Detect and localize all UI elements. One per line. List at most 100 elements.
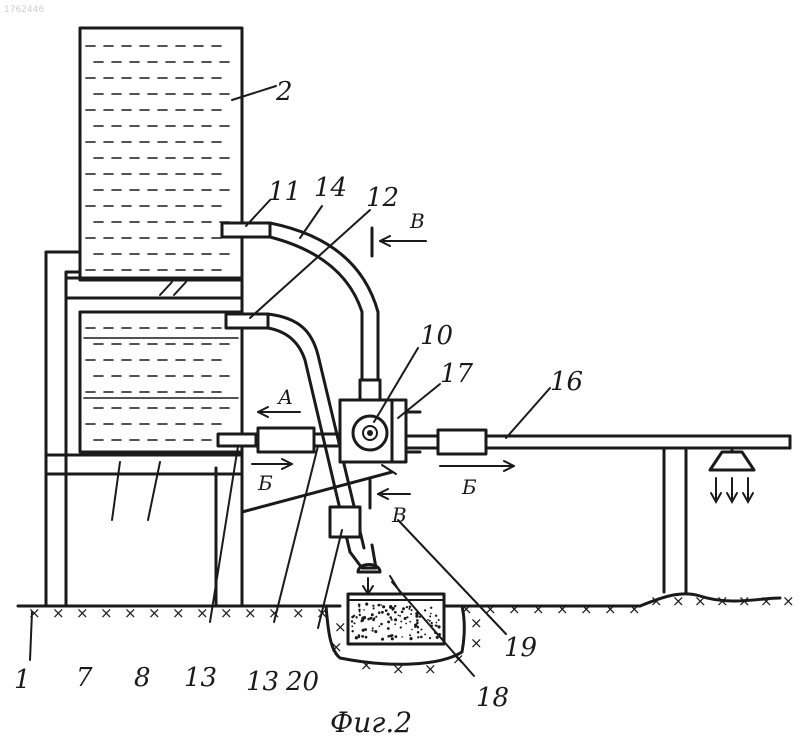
soil-mark: × — [172, 604, 185, 622]
sand-dot — [359, 614, 361, 616]
sand-dot — [381, 638, 384, 641]
arrow-label-b-right: Б — [461, 475, 477, 499]
arrow-label-v-upper: В — [409, 209, 425, 233]
sand-dot — [382, 605, 385, 608]
sand-dot — [351, 625, 353, 627]
frame — [46, 252, 242, 605]
sand-dot — [394, 605, 396, 607]
sand-dot — [390, 634, 393, 637]
sand-dot — [391, 619, 393, 621]
soil-mark: × — [738, 592, 751, 610]
label-20: 20 — [285, 667, 319, 697]
document-number: 1762446 — [4, 5, 44, 15]
arrow-label-a: А — [276, 385, 293, 409]
sand-dot — [399, 615, 401, 617]
sand-dot — [429, 620, 431, 622]
sand-dot — [435, 624, 437, 626]
sand-dot — [405, 623, 407, 625]
sand-dot — [408, 608, 410, 610]
table-plate — [46, 455, 242, 474]
sand-dot — [380, 623, 383, 626]
sand-dot — [377, 604, 380, 607]
sand-dot — [351, 630, 353, 632]
sand-dot — [355, 616, 357, 618]
sand-dot — [375, 616, 377, 618]
sand-dot — [361, 635, 364, 638]
pipe-13 — [256, 428, 340, 452]
sand-dot — [371, 613, 374, 616]
sand-dot — [427, 619, 429, 621]
sand-dot — [362, 629, 365, 632]
label-7: 7 — [76, 663, 93, 693]
label-14: 14 — [314, 173, 347, 203]
upper-tank — [80, 28, 242, 280]
sand-dot — [387, 620, 390, 623]
label-12: 12 — [366, 183, 399, 213]
sand-dot — [372, 605, 374, 607]
sand-dot — [372, 627, 374, 629]
sand-dot — [394, 618, 397, 621]
soil-mark: × — [52, 604, 65, 622]
sand-dot — [400, 626, 402, 628]
soil-mark: × — [484, 600, 497, 618]
pipe-16 — [406, 430, 790, 592]
sand-dot — [416, 619, 419, 622]
sand-dot — [391, 608, 393, 610]
sand-dot — [411, 609, 413, 611]
sand-dot — [424, 633, 426, 635]
soil-mark: × — [292, 604, 305, 622]
sand-dot — [420, 628, 422, 630]
sand-dot — [378, 611, 381, 614]
sand-dot — [411, 629, 413, 631]
sand-dot — [358, 636, 360, 638]
soil-mark: × — [244, 604, 257, 622]
sand-dot — [416, 622, 419, 625]
sand-dot — [389, 616, 392, 619]
sand-dot — [355, 636, 358, 639]
sand-dot — [387, 635, 390, 638]
sand-dot — [360, 620, 362, 622]
sand-dot — [436, 622, 438, 624]
sand-dot — [400, 621, 402, 623]
sand-dot — [431, 622, 433, 624]
soil-mark: × — [28, 604, 41, 622]
soil-mark: × — [470, 634, 483, 652]
soil-mark: × — [580, 600, 593, 618]
soil-mark: × — [470, 614, 483, 632]
soil-mark: × — [76, 604, 89, 622]
sand-dot — [389, 605, 392, 608]
arrow-label-v-lower: В — [391, 503, 407, 527]
sand-dot — [409, 634, 411, 636]
lower-tank — [80, 312, 242, 452]
soil-mark: × — [604, 600, 617, 618]
label-17: 17 — [440, 359, 474, 389]
sand-dot — [405, 617, 407, 619]
sand-dot — [353, 622, 355, 624]
soil-mark: × — [672, 592, 685, 610]
label-11: 11 — [268, 177, 301, 207]
soil-mark: × — [100, 604, 113, 622]
sand-dot — [424, 609, 426, 611]
box-20 — [330, 507, 360, 537]
soil-mark: × — [360, 656, 373, 674]
sand-dot — [373, 607, 375, 609]
sand-dot — [387, 627, 390, 630]
sand-dot — [371, 617, 373, 619]
soil-mark: × — [124, 604, 137, 622]
arrow-label-b-left: Б — [257, 471, 273, 495]
soil-mark: × — [650, 592, 663, 610]
sand-dot — [371, 630, 373, 632]
soil-mark: × — [330, 638, 343, 656]
soil-mark: × — [782, 592, 795, 610]
sand-dot — [417, 631, 420, 634]
label-1: 1 — [14, 665, 31, 695]
soil-mark: × — [148, 604, 161, 622]
label-2: 2 — [275, 77, 293, 107]
label-13-right: 13 — [246, 667, 279, 697]
sand-dot — [351, 620, 353, 622]
soil-mark: × — [532, 600, 545, 618]
sand-dot — [401, 610, 404, 613]
label-19: 19 — [504, 633, 537, 663]
sand-dot — [391, 637, 394, 640]
